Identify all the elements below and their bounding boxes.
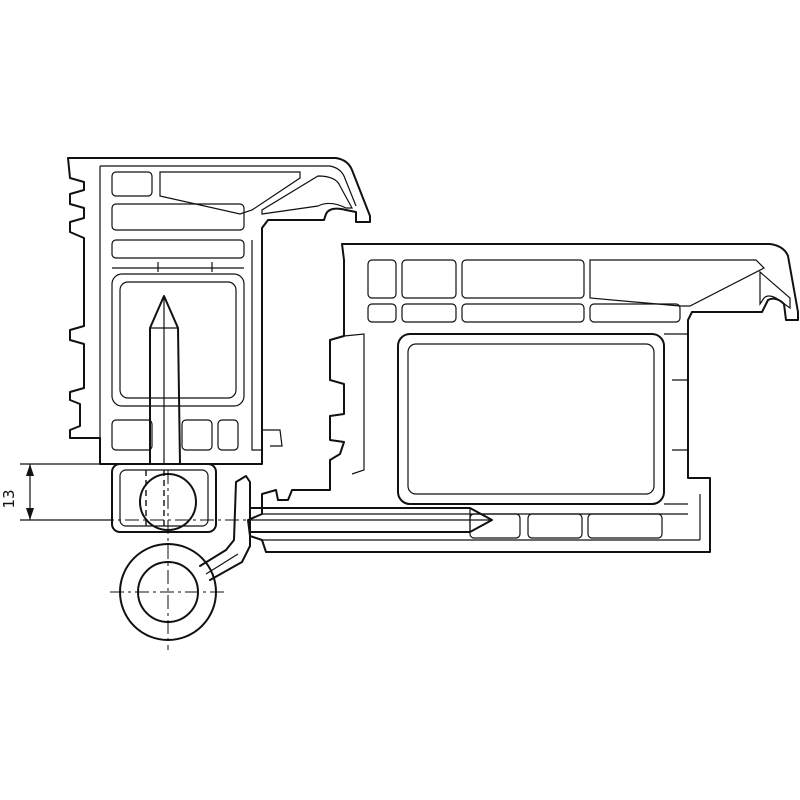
dimension-label: 13 <box>0 489 18 508</box>
frame-profile <box>67 157 371 465</box>
hinge-sash-knuckle <box>110 475 251 641</box>
frame-screw <box>149 295 181 465</box>
sash-profile <box>247 243 799 553</box>
dimension-13: 13 <box>0 463 112 521</box>
sash-screw <box>100 507 493 533</box>
